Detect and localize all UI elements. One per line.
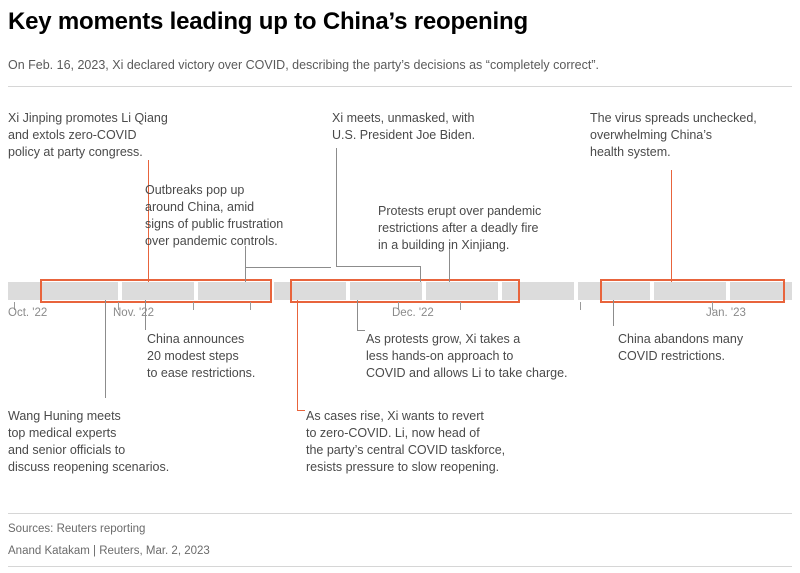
timeline-tick: [712, 302, 713, 310]
timeline-month-label: Dec. '22: [392, 307, 434, 319]
note-xi-promotes-li: Xi Jinping promotes Li Qiang and extols z…: [8, 110, 168, 161]
note-protests-erupt: Protests erupt over pandemic restrictions…: [378, 203, 541, 254]
leader-line-cases-rise: [297, 300, 298, 410]
leader-line-virus-spreads: [671, 170, 672, 282]
note-line: As protests grow, Xi takes a: [366, 332, 521, 346]
timeline-segment: [426, 282, 498, 300]
note-line: policy at party congress.: [8, 145, 143, 159]
timeline-highlight-box: [40, 279, 272, 303]
note-line: 20 modest steps: [147, 349, 239, 363]
note-wang-huning: Wang Huning meets top medical experts and …: [8, 408, 169, 476]
sources-text: Sources: Reuters reporting: [8, 523, 146, 535]
note-line: and senior officials to: [8, 443, 126, 457]
note-cases-rise: As cases rise, Xi wants to revert to zero…: [306, 408, 505, 476]
note-line: discuss reopening scenarios.: [8, 460, 170, 474]
note-line: the party’s central COVID taskforce,: [306, 443, 506, 457]
leader-line-xi-biden-drop: [420, 266, 421, 282]
leader-line-protests-erupt: [449, 248, 450, 282]
note-line: less hands-on approach to: [366, 349, 514, 363]
timeline-tick: [193, 302, 194, 310]
timeline-month-label: Jan. '23: [706, 307, 746, 319]
note-outbreaks: Outbreaks pop up around China, amid signs …: [145, 182, 283, 250]
note-line: top medical experts: [8, 426, 117, 440]
credit-text: Anand Katakam | Reuters, Mar. 2, 2023: [8, 545, 210, 557]
note-protests-grow: As protests grow, Xi takes a less hands-o…: [366, 331, 568, 382]
note-line: Protests erupt over pandemic: [378, 204, 542, 218]
note-line: over pandemic controls.: [145, 234, 278, 248]
timeline-segment: [654, 282, 726, 300]
leader-line-wang-huning: [105, 300, 106, 398]
timeline-tick: [118, 302, 119, 310]
note-line: restrictions after a deadly fire: [378, 221, 539, 235]
timeline-month-label: Nov. '22: [113, 307, 154, 319]
leader-line-outbreaks: [245, 246, 246, 282]
timeline-tick: [398, 302, 399, 310]
leader-line-outbreaks-h: [245, 267, 331, 268]
note-line: Outbreaks pop up: [145, 183, 245, 197]
page-title: Key moments leading up to China’s reopen…: [8, 8, 528, 35]
timeline-highlight-box: [600, 279, 785, 303]
note-line: to zero-COVID. Li, now head of: [306, 426, 480, 440]
timeline-tick: [460, 302, 461, 310]
leader-line-xi-biden: [336, 148, 337, 266]
timeline-segment: [274, 282, 346, 300]
note-line: and extols zero-COVID: [8, 128, 137, 142]
timeline-month-label: Oct. '22: [8, 307, 48, 319]
timeline-segment: [730, 282, 792, 300]
note-line: Xi Jinping promotes Li Qiang: [8, 111, 168, 125]
note-china-announces: China announces 20 modest steps to ease re…: [147, 331, 255, 382]
timeline-tick: [14, 302, 15, 310]
note-line: COVID and allows Li to take charge.: [366, 366, 568, 380]
leader-line-china-announces: [145, 300, 146, 330]
note-line: The virus spreads unchecked,: [590, 111, 757, 125]
timeline-highlight-box: [290, 279, 520, 303]
note-line: COVID restrictions.: [618, 349, 725, 363]
timeline-segment: [8, 282, 118, 300]
note-line: Xi meets, unmasked, with: [332, 111, 475, 125]
leader-line-xi-biden-elbow: [336, 266, 420, 267]
note-line: signs of public frustration: [145, 217, 284, 231]
note-line: China abandons many: [618, 332, 744, 346]
note-line: overwhelming China’s: [590, 128, 713, 142]
leader-line-xi-promotes-li: [148, 160, 149, 282]
note-line: in a building in Xinjiang.: [378, 238, 510, 252]
leader-line-china-abandons: [613, 300, 614, 326]
leader-line-protests-grow: [357, 300, 358, 330]
timeline-segment: [350, 282, 422, 300]
timeline-segment: [502, 282, 574, 300]
footer-divider-top: [8, 513, 792, 514]
note-line: Wang Huning meets: [8, 409, 121, 423]
note-line: resists pressure to slow reopening.: [306, 460, 500, 474]
timeline-tick: [580, 302, 581, 310]
header-divider: [8, 86, 792, 87]
timeline-segment: [578, 282, 650, 300]
footer-divider-bottom: [8, 566, 792, 567]
timeline-segment: [198, 282, 270, 300]
timeline-segment: [122, 282, 194, 300]
note-line: around China, amid: [145, 200, 255, 214]
note-virus-spreads: The virus spreads unchecked, overwhelming…: [590, 110, 757, 161]
leader-line-cases-rise-elbow: [297, 410, 305, 411]
note-line: U.S. President Joe Biden.: [332, 128, 476, 142]
note-line: China announces: [147, 332, 245, 346]
note-line: health system.: [590, 145, 671, 159]
note-line: to ease restrictions.: [147, 366, 256, 380]
leader-line-protests-grow-elbow: [357, 330, 365, 331]
timeline-tick: [250, 302, 251, 310]
note-line: As cases rise, Xi wants to revert: [306, 409, 484, 423]
page-subtitle: On Feb. 16, 2023, Xi declared victory ov…: [8, 58, 599, 72]
